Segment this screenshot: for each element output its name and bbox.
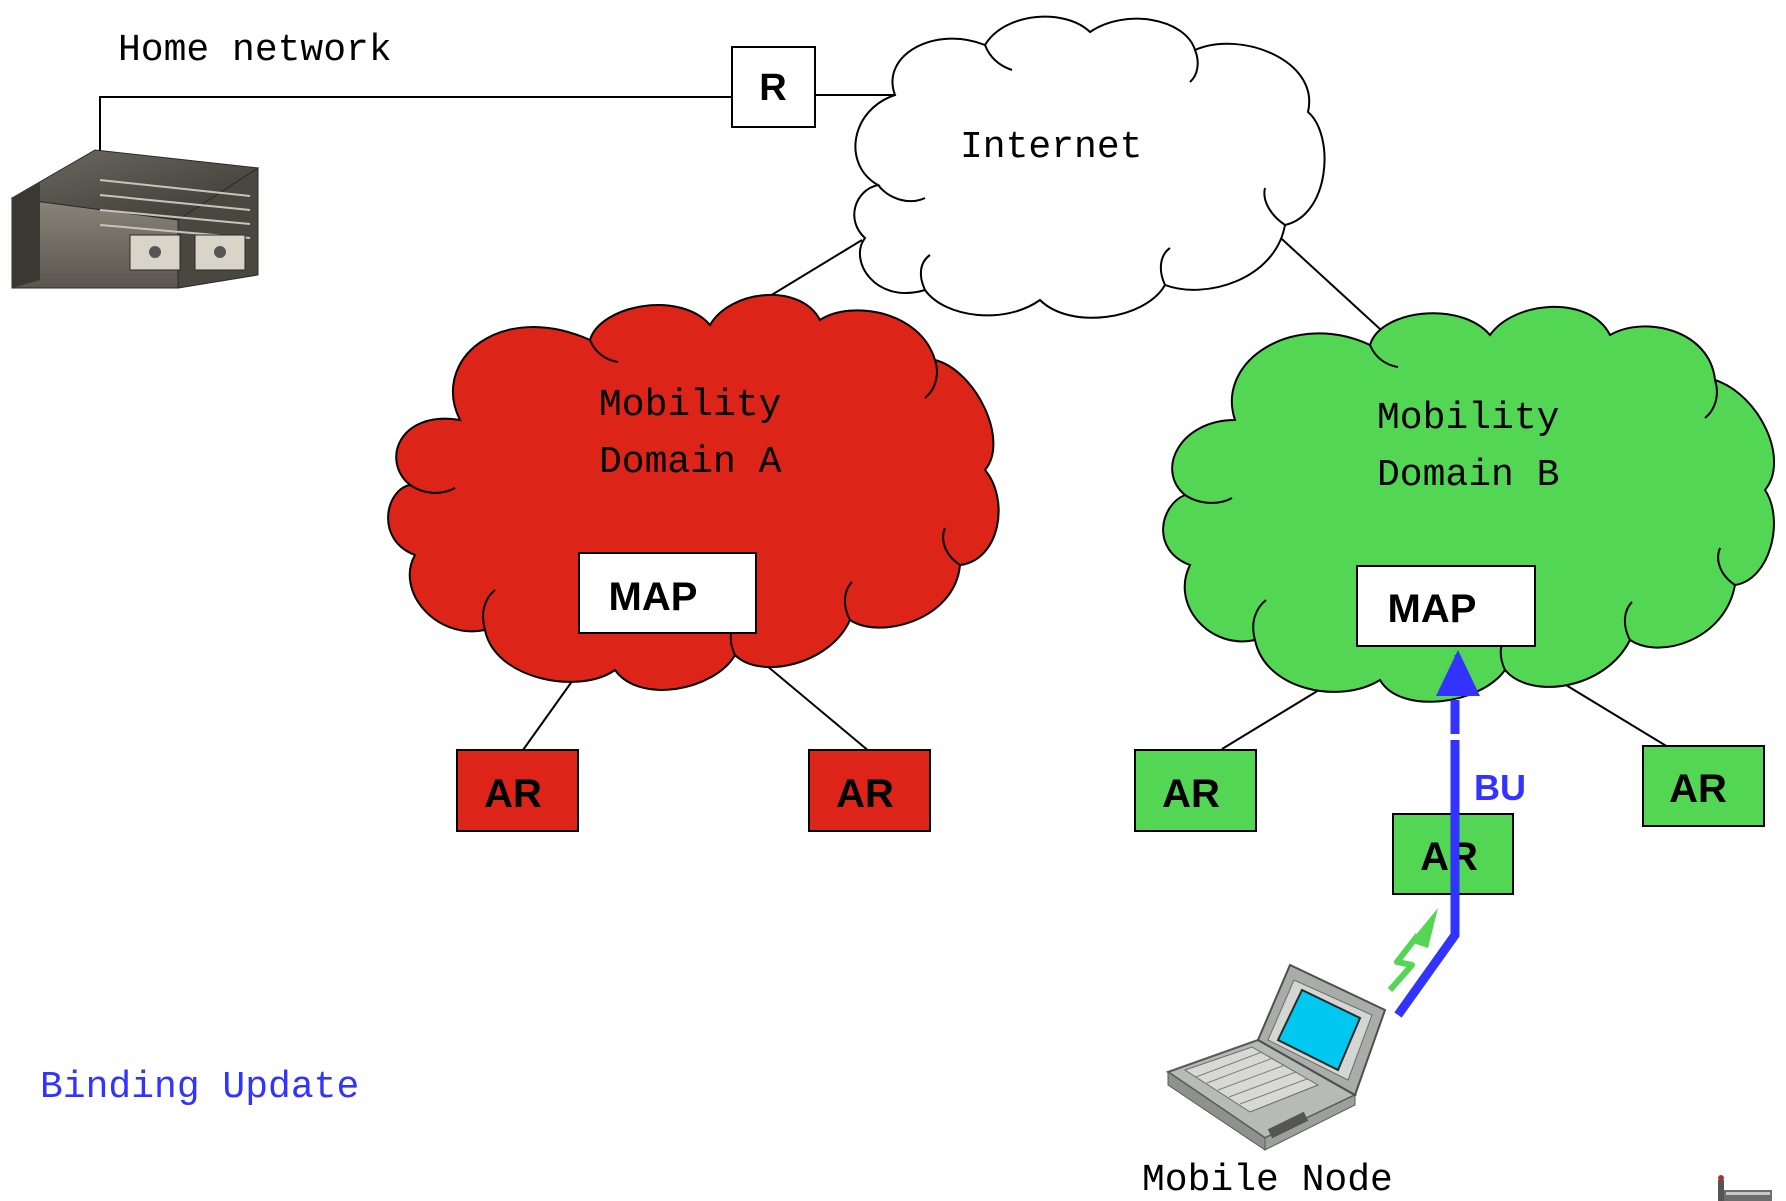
domain-b-title-line2: Domain B — [1377, 454, 1559, 497]
ar-b1-label: AR — [1162, 772, 1220, 816]
laptop-icon — [1165, 963, 1387, 1151]
ar-b3-label: AR — [1669, 767, 1727, 811]
ar-a2-label: AR — [836, 772, 894, 816]
domain-b-cloud — [1162, 305, 1776, 703]
server-rack-icon — [10, 149, 260, 289]
domain-a-title-line1: Mobility — [599, 384, 781, 427]
corner-logo-icon — [1718, 1175, 1772, 1201]
domain-b-title-line1: Mobility — [1377, 397, 1559, 440]
domain-a-cloud-folds — [409, 339, 961, 656]
internet-to-domain-a-line — [759, 239, 863, 303]
router-label: R — [759, 67, 786, 109]
ar-b1-node: AR — [1134, 749, 1257, 832]
home-to-router-line — [99, 96, 733, 152]
internet-label: Internet — [960, 126, 1142, 169]
binding-update-path — [1394, 650, 1480, 1018]
home-network-label: Home network — [118, 29, 392, 72]
domain-b-cloud-folds — [1184, 344, 1736, 671]
map-a-node: MAP — [578, 552, 757, 634]
internet-to-domain-b-line — [1271, 229, 1393, 341]
map-b-node: MAP — [1356, 565, 1536, 647]
ar-a1-label: AR — [484, 772, 542, 816]
map-b-label: MAP — [1388, 587, 1477, 631]
domain-a-title-line2: Domain A — [599, 441, 782, 484]
bu-label: BU — [1474, 767, 1526, 808]
ar-a2-node: AR — [808, 749, 931, 832]
internet-cloud — [853, 15, 1326, 319]
internet-cloud-folds — [877, 44, 1286, 291]
ar-b2-label: AR — [1420, 835, 1478, 879]
binding-update-arrowhead — [1436, 650, 1480, 696]
ar-b3-node: AR — [1642, 745, 1765, 827]
lightning-signal-icon — [1387, 908, 1438, 992]
mobile-node-label: Mobile Node — [1142, 1159, 1393, 1201]
binding-update-legend: Binding Update — [40, 1066, 359, 1109]
map-a-label: MAP — [609, 575, 698, 619]
ar-a1-node: AR — [456, 749, 579, 832]
router-node: R — [731, 46, 816, 128]
